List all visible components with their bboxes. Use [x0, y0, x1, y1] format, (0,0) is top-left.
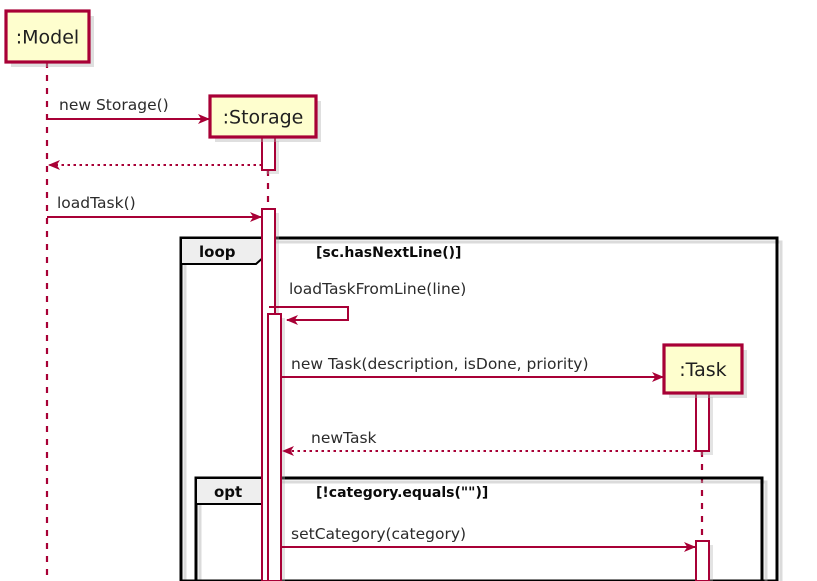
fragment-guard: [!category.equals("")] — [316, 485, 488, 501]
participant-box[interactable] — [208, 94, 318, 139]
fragment-frame — [194, 476, 764, 581]
message-self-arrow — [269, 306, 349, 325]
opt-fragment: opt [!category.equals("")] — [194, 476, 768, 581]
activation-bar — [695, 540, 710, 581]
message-m5: new Task(description, isDone, priority) — [281, 355, 664, 382]
participant-box[interactable] — [662, 343, 744, 395]
act-task-setcat — [695, 540, 713, 581]
message-m3: loadTask() — [47, 194, 262, 222]
message-m6: newTask — [282, 429, 696, 456]
message-m4: loadTaskFromLine(line) — [269, 280, 466, 325]
message-label: setCategory(category) — [291, 525, 466, 543]
act-storage-create — [261, 136, 279, 174]
message-m7: setCategory(category) — [281, 525, 696, 552]
fragment-guard: [sc.hasNextLine()] — [316, 245, 461, 261]
message-label: loadTaskFromLine(line) — [289, 280, 466, 298]
message-label: newTask — [311, 429, 377, 447]
activations-layer — [261, 136, 713, 581]
fragment-shadow — [198, 480, 768, 581]
fragment-shadow — [183, 240, 783, 581]
message-m1: new Storage() — [47, 96, 210, 124]
participant-task[interactable]: :Task — [662, 343, 747, 398]
act-storage-nested — [267, 313, 285, 581]
participant-label: :Task — [679, 359, 726, 381]
message-label: new Task(description, isDone, priority) — [291, 355, 589, 373]
participants-layer: :Model :Storage :Task — [4, 9, 747, 398]
activation-bar — [267, 313, 282, 581]
participant-model[interactable]: :Model — [4, 9, 94, 67]
participant-label: :Storage — [223, 107, 304, 129]
participant-label: :Model — [16, 27, 79, 49]
participant-box[interactable] — [4, 9, 91, 64]
act-task-create — [695, 392, 713, 455]
fragment-title: opt — [214, 483, 242, 501]
message-label: new Storage() — [59, 96, 169, 114]
activation-bar — [695, 392, 710, 452]
lifelines-layer — [45, 62, 704, 581]
participant-storage[interactable]: :Storage — [208, 94, 321, 142]
message-label: loadTask() — [57, 194, 136, 212]
fragment-frame — [179, 236, 779, 581]
fragment-title: loop — [199, 243, 236, 261]
messages-layer: new Storage() loadTask() loadTaskFromLine(… — [47, 96, 696, 552]
